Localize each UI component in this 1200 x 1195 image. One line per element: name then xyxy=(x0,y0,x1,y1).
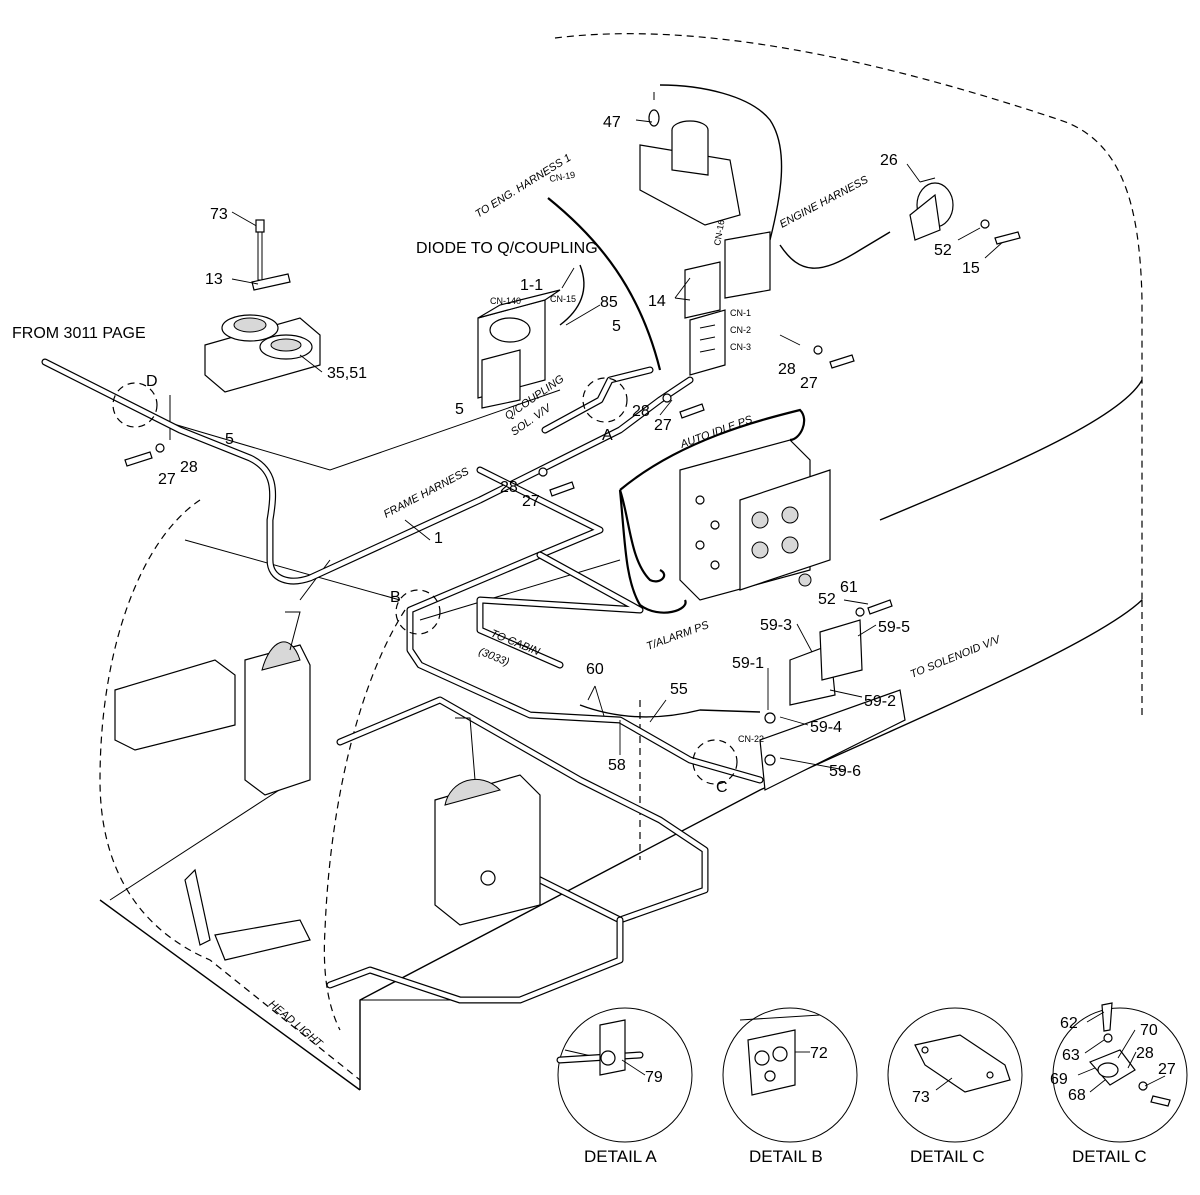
detail-b-part: 72 xyxy=(810,1045,828,1062)
detail-c1-part: 73 xyxy=(912,1089,930,1106)
part-73: 73 xyxy=(210,206,228,223)
solenoid-bracket xyxy=(759,619,906,791)
operator-controls xyxy=(114,611,541,961)
part-27b: 27 xyxy=(522,493,540,510)
part-5a: 5 xyxy=(612,318,621,335)
detail-c2-part-63: 63 xyxy=(1062,1047,1080,1064)
detail-markers xyxy=(112,377,738,785)
diode-label: DIODE TO Q/COUPLING xyxy=(416,240,598,257)
part-55: 55 xyxy=(670,681,688,698)
part-27a: 27 xyxy=(654,417,672,434)
part-27d: 27 xyxy=(800,375,818,392)
detail-c2: 62 70 63 28 69 27 68 DETAIL C xyxy=(1050,1002,1188,1166)
part-59-5: 59-5 xyxy=(878,619,910,636)
part-52a: 52 xyxy=(934,242,952,259)
cn19-label: CN-19 xyxy=(549,170,576,184)
part-14: 14 xyxy=(648,293,666,310)
from-page-label: FROM 3011 PAGE xyxy=(12,325,146,342)
detail-c2-part-68: 68 xyxy=(1068,1087,1086,1104)
detail-c1-caption: DETAIL C xyxy=(910,1147,985,1166)
part-59-2: 59-2 xyxy=(864,693,896,710)
part-15: 15 xyxy=(962,260,980,277)
part-85: 85 xyxy=(600,294,618,311)
cn15-label: CN-15 xyxy=(550,294,576,304)
marker-d: D xyxy=(146,373,158,390)
connector-blocks xyxy=(684,231,771,376)
to-solenoid-label: TO SOLENOID V/V xyxy=(909,633,1004,681)
part-28a: 28 xyxy=(632,403,650,420)
marker-c: C xyxy=(716,779,728,796)
detail-b: 72 DETAIL B xyxy=(722,1007,858,1166)
cn16-label: CN-16 xyxy=(712,219,726,246)
detail-c2-caption: DETAIL C xyxy=(1072,1147,1147,1166)
detail-b-caption: DETAIL B xyxy=(749,1147,823,1166)
part-58: 58 xyxy=(608,757,626,774)
part-5b: 5 xyxy=(455,401,464,418)
part-28c: 28 xyxy=(180,459,198,476)
part-1-1: 1-1 xyxy=(520,277,543,294)
part-59-1: 59-1 xyxy=(732,655,764,672)
to-eng-harness-label: TO ENG. HARNESS 1 xyxy=(473,152,573,221)
part-27c: 27 xyxy=(158,471,176,488)
cn1-label: CN-1 xyxy=(730,308,751,318)
fasteners xyxy=(124,219,1021,617)
leader-lines xyxy=(231,119,1006,771)
detail-a-part: 79 xyxy=(645,1069,663,1086)
frame-harness-pipes xyxy=(41,358,764,1004)
detail-a: 79 DETAIL A xyxy=(556,1007,693,1166)
part-5c: 5 xyxy=(225,431,234,448)
part-59-3: 59-3 xyxy=(760,617,792,634)
part-60: 60 xyxy=(586,661,604,678)
to-cabin-ref: (3033) xyxy=(477,646,511,669)
part-1: 1 xyxy=(434,530,443,547)
wires xyxy=(547,84,891,718)
detail-c2-part-62: 62 xyxy=(1060,1015,1078,1032)
part-52b: 52 xyxy=(818,591,836,608)
cn3-label: CN-3 xyxy=(730,342,751,352)
detail-a-caption: DETAIL A xyxy=(584,1147,657,1166)
accumulator xyxy=(639,92,741,226)
engine-harness-label: ENGINE HARNESS xyxy=(778,174,871,231)
detail-c2-part-70: 70 xyxy=(1140,1022,1158,1039)
part-61: 61 xyxy=(840,579,858,596)
part-28b: 28 xyxy=(500,479,518,496)
detail-c2-part-69: 69 xyxy=(1050,1071,1068,1088)
detail-c2-part-27: 27 xyxy=(1158,1061,1176,1078)
part-13: 13 xyxy=(205,271,223,288)
qcoupling-solenoid-valve xyxy=(477,289,561,409)
body-outline xyxy=(99,33,1143,1081)
control-valve xyxy=(679,439,831,601)
cn2-label: CN-2 xyxy=(730,325,751,335)
part-47: 47 xyxy=(603,114,621,131)
pressure-switch xyxy=(909,177,954,241)
part-28d: 28 xyxy=(778,361,796,378)
cn140-label: CN-140 xyxy=(490,296,521,306)
detail-c2-part-28: 28 xyxy=(1136,1045,1154,1062)
marker-a: A xyxy=(602,427,613,444)
horn-bracket-assembly xyxy=(204,227,321,393)
part-26: 26 xyxy=(880,152,898,169)
cn22-label: CN-22 xyxy=(738,734,764,744)
part-35-51: 35,51 xyxy=(327,365,367,382)
marker-b: B xyxy=(390,589,401,606)
part-59-6: 59-6 xyxy=(829,763,861,780)
talarm-label: T/ALARM PS xyxy=(645,619,711,653)
auto-idle-label: AUTO IDLE PS xyxy=(678,413,755,451)
part-59-4: 59-4 xyxy=(810,719,842,736)
detail-c1: 73 DETAIL C xyxy=(887,1007,1023,1166)
